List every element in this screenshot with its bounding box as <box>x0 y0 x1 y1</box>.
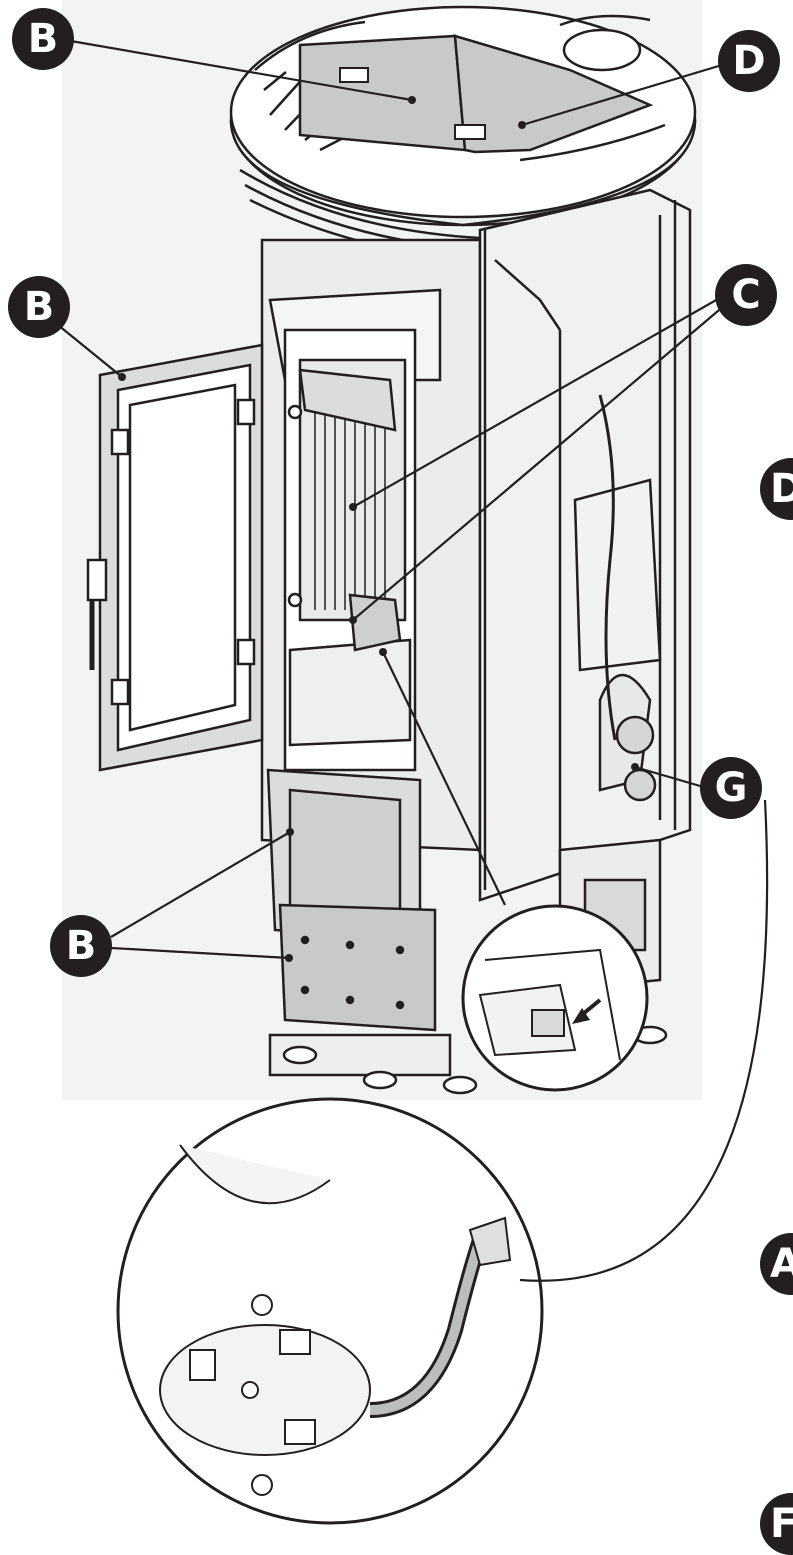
top-plate-right <box>453 34 654 154</box>
burnpot-zoom-view <box>461 904 649 1092</box>
stove-feet <box>282 1025 668 1095</box>
callout-b-bottom: B <box>50 915 112 977</box>
callout-d-top: D <box>718 30 780 92</box>
pressure-switch-zoom-view <box>116 1097 544 1525</box>
callout-b-door: B <box>8 276 70 338</box>
leader-dots <box>118 96 639 962</box>
callout-b-top: B <box>12 8 74 70</box>
leader-lines <box>57 38 769 1282</box>
lower-panels <box>266 768 452 1077</box>
callout-g-right: G <box>700 757 762 819</box>
callout-c-right: C <box>715 264 777 326</box>
top-plate-left <box>298 34 467 152</box>
glass-door <box>86 343 264 772</box>
firebox <box>268 288 442 772</box>
